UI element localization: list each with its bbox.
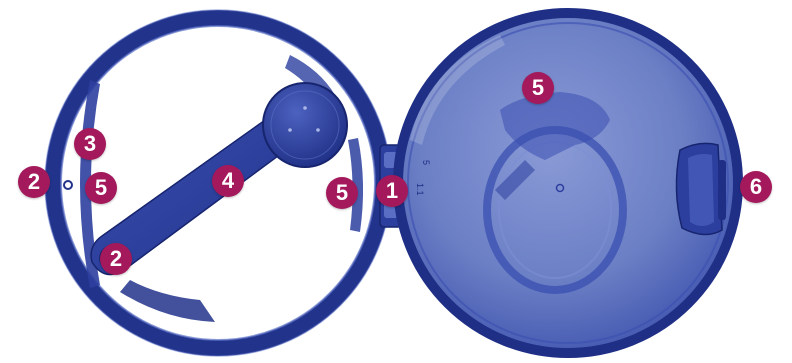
callout-arm-end: 2 — [100, 243, 132, 275]
callout-lid: 5 — [522, 72, 554, 104]
callout-hinge: 1 — [376, 175, 408, 207]
dial — [263, 83, 347, 167]
printed-mark-number: 5 — [421, 160, 431, 165]
callout-base-right: 5 — [326, 177, 358, 209]
callout-arm: 4 — [212, 165, 244, 197]
base-center-dot — [64, 181, 72, 189]
printed-mark-version: 1.1 — [415, 183, 425, 196]
clasp — [676, 143, 726, 234]
callout-base-center: 5 — [85, 172, 117, 204]
callout-base-top: 3 — [74, 128, 106, 160]
callout-clasp: 6 — [740, 171, 772, 203]
callout-base-left: 2 — [18, 166, 50, 198]
